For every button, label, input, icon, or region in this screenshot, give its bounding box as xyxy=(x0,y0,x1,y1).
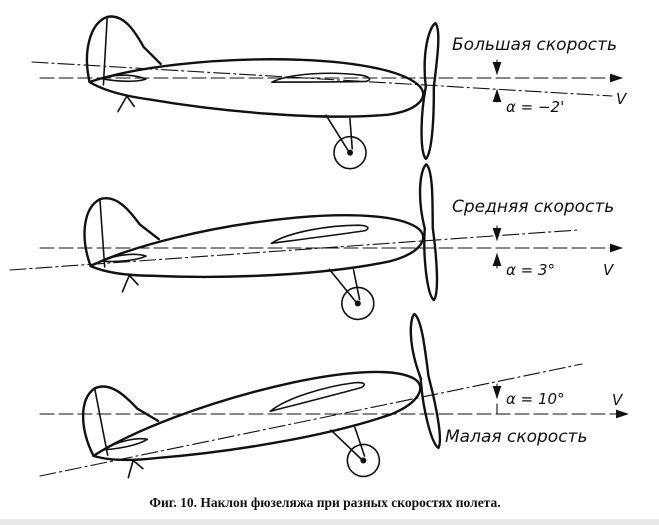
velocity-label: V xyxy=(603,261,615,279)
airplane-high-speed xyxy=(80,2,441,175)
fuselage-axis xyxy=(31,61,613,97)
panel-high-speed: Большая скорость α = −2' V xyxy=(31,2,628,175)
airplane-low-speed xyxy=(73,312,449,525)
airplane-medium-speed xyxy=(79,162,442,340)
bottom-border xyxy=(0,519,659,525)
speed-label: Средняя скорость xyxy=(452,197,614,217)
velocity-label: V xyxy=(616,90,628,108)
panel-low-speed: α = 10° V Малая скорость xyxy=(39,312,630,525)
alpha-label: α = 10° xyxy=(506,390,565,408)
fuselage-axis xyxy=(39,363,583,477)
panel-medium-speed: Средняя скорость α = 3° V xyxy=(9,162,624,340)
speed-label: Большая скорость xyxy=(452,35,617,55)
speed-label: Малая скорость xyxy=(445,427,587,447)
alpha-label: α = −2' xyxy=(506,98,564,116)
velocity-label: V xyxy=(612,391,624,409)
fuselage-axis xyxy=(9,229,579,271)
figure-caption: Фиг. 10. Наклон фюзеляжа при разных скор… xyxy=(149,495,500,510)
alpha-label: α = 3° xyxy=(506,261,555,279)
